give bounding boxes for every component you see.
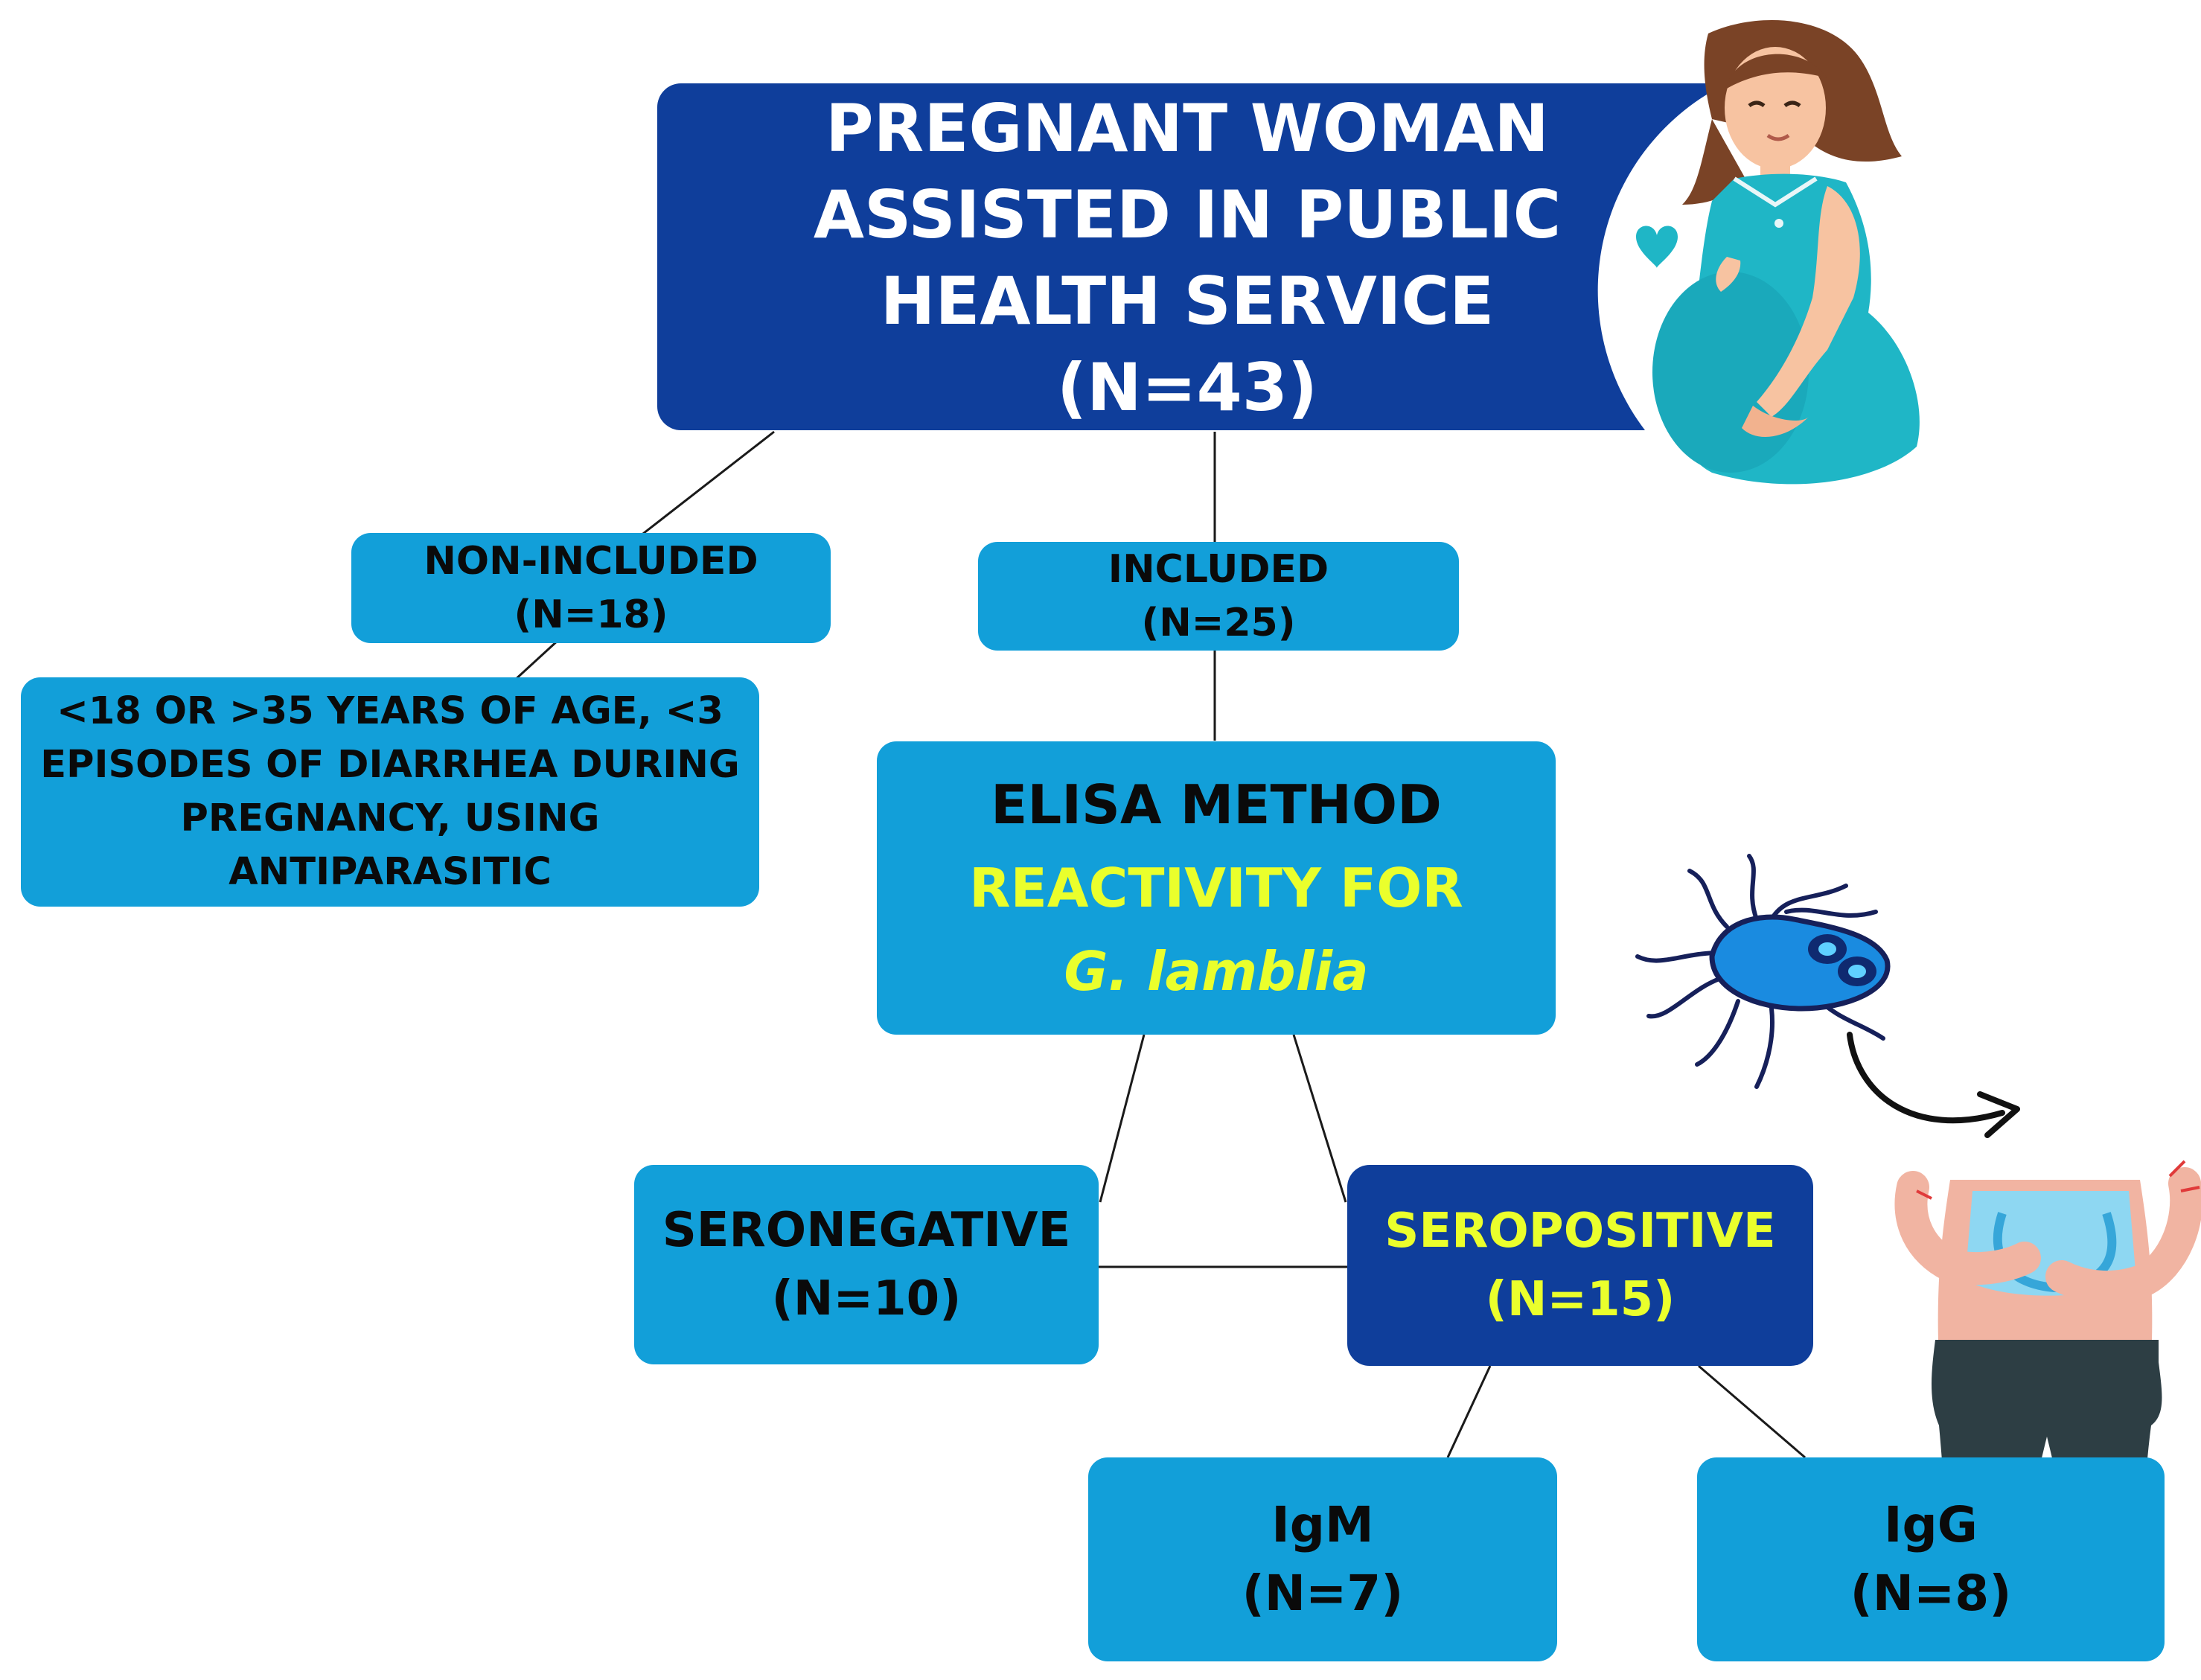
elisa-subtitle: REACTIVITY FOR <box>969 857 1463 919</box>
exclusion-criteria-node: <18 OR >35 YEARS OF AGE, <3 EPISODES OF … <box>21 677 759 907</box>
connector-seropositive-igg <box>1698 1364 1806 1459</box>
root-line-2: ASSISTED IN PUBLIC <box>813 176 1562 253</box>
root-line-3: HEALTH SERVICE <box>880 263 1495 339</box>
criteria-line-3: PREGNANCY, USING <box>180 796 600 840</box>
criteria-line-4: ANTIPARASITIC <box>229 850 552 894</box>
root-box-shape <box>657 83 1727 430</box>
seronegative-count: (N=10) <box>771 1271 962 1326</box>
igg-count: (N=8) <box>1850 1565 2012 1622</box>
giardia-parasite-illustration <box>1635 854 2020 1138</box>
connector-elisa-seropositive <box>1292 1034 1347 1203</box>
connector-lines <box>512 430 1806 1459</box>
seropositive-label: SEROPOSITIVE <box>1384 1204 1776 1259</box>
connector-elisa-seronegative <box>1099 1034 1146 1203</box>
seropositive-node: SEROPOSITIVE (N=15) <box>1347 1165 1813 1366</box>
igg-node: IgG (N=8) <box>1697 1457 2165 1661</box>
non-included-node: NON-INCLUDED (N=18) <box>351 533 831 643</box>
pregnant-woman-illustration <box>1636 20 1920 485</box>
root-count: (N=43) <box>1056 349 1318 426</box>
seronegative-node: SERONEGATIVE (N=10) <box>634 1165 1099 1364</box>
non-included-count: (N=18) <box>514 593 668 637</box>
root-line-1: PREGNANT WOMAN <box>825 90 1549 167</box>
connector-root-nonincluded <box>639 430 775 537</box>
seropositive-count: (N=15) <box>1485 1272 1675 1327</box>
igm-node: IgM (N=7) <box>1088 1457 1557 1661</box>
criteria-line-2: EPISODES OF DIARRHEA DURING <box>40 743 740 787</box>
elisa-organism: G. lamblia <box>1064 940 1369 1003</box>
seronegative-label: SERONEGATIVE <box>662 1203 1071 1258</box>
connector-seropositive-igm <box>1446 1365 1492 1458</box>
included-count: (N=25) <box>1141 601 1296 645</box>
igm-label: IgM <box>1271 1496 1374 1553</box>
criteria-line-1: <18 OR >35 YEARS OF AGE, <3 <box>57 689 723 733</box>
non-included-label: NON-INCLUDED <box>424 539 758 584</box>
included-node: INCLUDED (N=25) <box>978 542 1459 651</box>
root-node: PREGNANT WOMAN ASSISTED IN PUBLIC HEALTH… <box>767 90 1608 426</box>
included-label: INCLUDED <box>1108 547 1329 592</box>
elisa-title: ELISA METHOD <box>991 773 1442 836</box>
igm-count: (N=7) <box>1242 1565 1404 1622</box>
connector-nonincluded-criteria <box>512 639 560 683</box>
igg-label: IgG <box>1884 1496 1978 1553</box>
elisa-node: ELISA METHOD REACTIVITY FOR G. lamblia <box>877 741 1556 1035</box>
